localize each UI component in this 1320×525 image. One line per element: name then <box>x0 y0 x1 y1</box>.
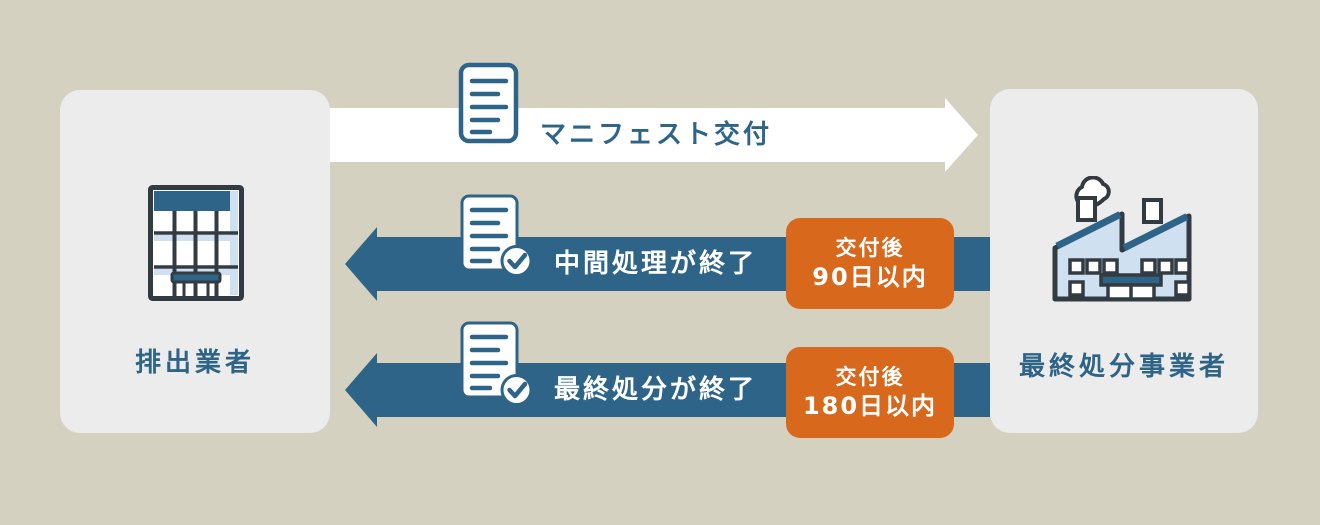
check-circle <box>500 245 533 277</box>
office-building-icon <box>148 185 244 301</box>
check-mark <box>507 381 528 399</box>
deadline-badge-180-line2: 180日以内 <box>802 391 938 420</box>
manifest-document-icon <box>458 62 519 144</box>
deadline-badge-180-line1: 交付後 <box>835 364 905 389</box>
final-flow-label: 最終処分が終了 <box>554 375 758 405</box>
deadline-badge-90-line2: 90日以内 <box>812 262 928 291</box>
intermediate-flow-label: 中間処理が終了 <box>554 249 758 279</box>
deadline-badge-90-line1: 交付後 <box>835 235 905 260</box>
check-circle <box>500 374 533 406</box>
final-disposer-label: 最終処分事業者 <box>1018 352 1229 382</box>
factory-icon <box>1052 176 1192 302</box>
check-mark <box>507 252 528 270</box>
manifest-document-check-icon <box>460 321 533 406</box>
deadline-badge-90: 交付後 90日以内 <box>786 218 954 309</box>
final-disposer-card: 最終処分事業者 <box>990 89 1258 433</box>
emitter-card: 排出業者 <box>60 90 330 433</box>
issue-flow-label: マニフェスト交付 <box>540 120 773 150</box>
manifest-document-check-icon <box>460 194 533 277</box>
emitter-label: 排出業者 <box>134 348 255 378</box>
deadline-badge-180: 交付後 180日以内 <box>786 347 954 438</box>
